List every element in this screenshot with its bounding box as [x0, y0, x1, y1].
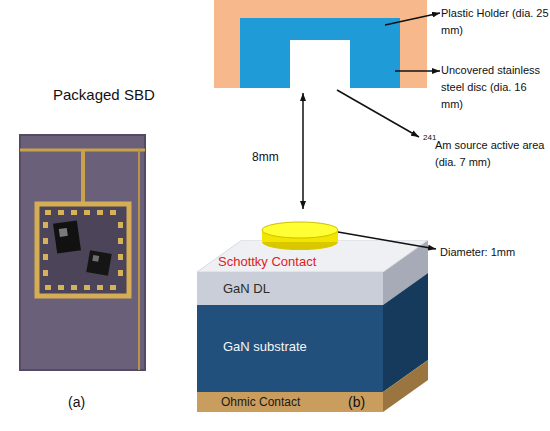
- dimension-label: Diameter: 1mm: [440, 244, 550, 261]
- pad: [118, 222, 123, 228]
- pad: [43, 238, 48, 244]
- pad: [110, 285, 116, 290]
- pad: [97, 210, 103, 215]
- pad: [118, 238, 123, 244]
- contact-cylinder-side: [262, 230, 338, 242]
- layer-band: GaN DL: [197, 272, 383, 305]
- leader-arrow: [395, 70, 440, 72]
- pad: [45, 285, 51, 290]
- panel-label: (a): [68, 392, 108, 412]
- contact-cylinder-bottom: [262, 234, 338, 250]
- layer-name: GaN DL: [223, 281, 270, 296]
- panel-heading: Packaged SBD: [53, 84, 203, 105]
- part-label: Plastic Holder (dia. 25 mm): [441, 5, 549, 39]
- chip-highlight: [59, 228, 68, 237]
- pad: [118, 254, 123, 260]
- pad: [71, 210, 77, 215]
- panel-label: (b): [348, 392, 388, 412]
- pad: [118, 270, 123, 276]
- contact-cylinder-top: [262, 222, 338, 238]
- layer-name: Ohmic Contact: [221, 395, 300, 409]
- photo-border: [20, 135, 145, 370]
- pad: [84, 210, 90, 215]
- pad: [84, 285, 90, 290]
- pad: [97, 285, 103, 290]
- distance-arrow: [302, 93, 304, 209]
- package-pads: [43, 210, 123, 290]
- source-active-area: [290, 40, 350, 88]
- steel-disc: [240, 18, 400, 88]
- diode-chip: [86, 250, 111, 275]
- leader-arrow: [385, 13, 440, 25]
- top-face: Schottky Contact: [197, 240, 428, 272]
- pad: [110, 210, 116, 215]
- package-frame: [37, 204, 129, 296]
- dimension-label: 8mm: [252, 148, 297, 166]
- leader-arrow: [337, 90, 419, 137]
- pad: [71, 285, 77, 290]
- leader-arrow: [338, 232, 436, 249]
- diode-chip: [53, 220, 81, 253]
- side-face: [383, 360, 428, 412]
- gold-trace: [138, 150, 140, 370]
- part-label: Uncovered stainless steel disc (dia. 16 …: [441, 62, 549, 113]
- pad: [43, 254, 48, 260]
- contact-cylinder-side: [262, 230, 338, 242]
- layer-name: Schottky Contact: [218, 254, 316, 269]
- photo-background: [20, 135, 145, 370]
- pad: [58, 285, 64, 290]
- layer-name: GaN substrate: [223, 339, 307, 354]
- pad: [58, 210, 64, 215]
- face-shape: [197, 240, 428, 272]
- pad: [43, 222, 48, 228]
- gold-trace: [81, 150, 85, 204]
- pad: [43, 270, 48, 276]
- part-label: Am source active area (dia. 7 mm): [435, 137, 547, 171]
- chip-highlight: [92, 255, 99, 262]
- pad: [45, 210, 51, 215]
- layer-band: GaN substrate: [197, 305, 383, 392]
- plastic-holder: [214, 0, 427, 88]
